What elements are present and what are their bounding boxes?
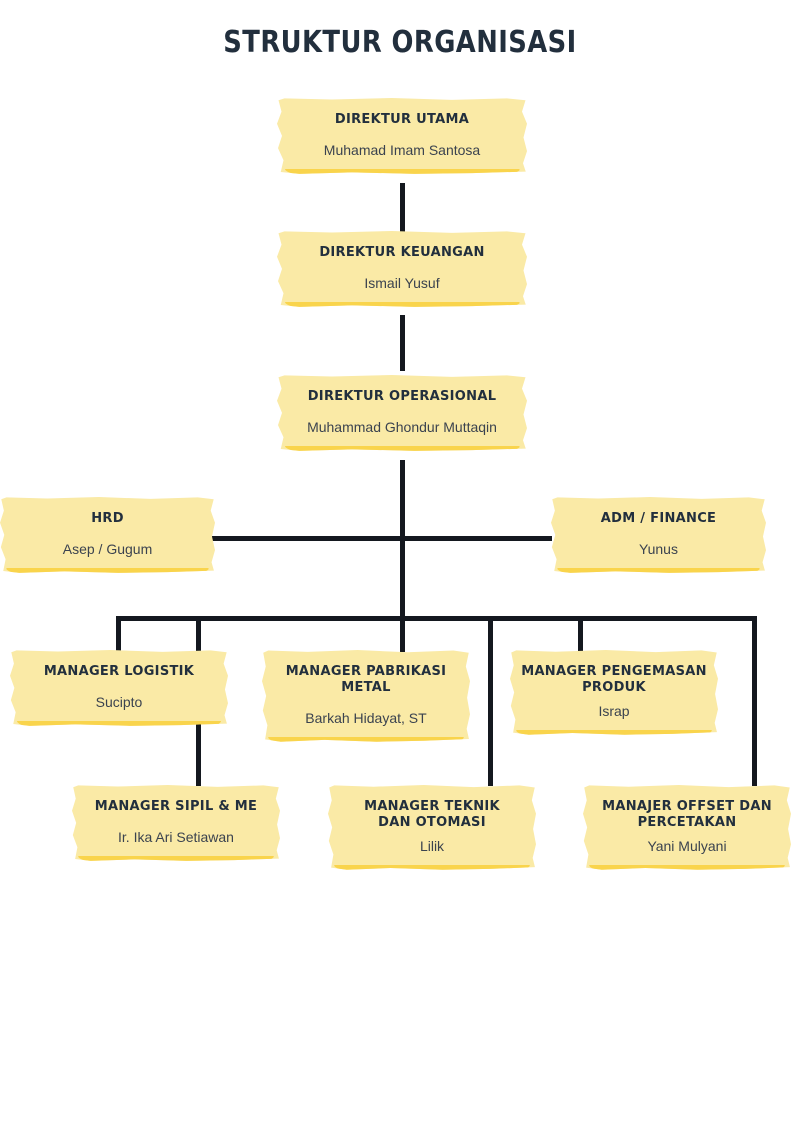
brush-underline: [78, 855, 274, 861]
connector-drop-pengemasan: [578, 616, 583, 652]
node-card: MANAGER TEKNIK DAN OTOMASI Lilik: [328, 785, 536, 870]
node-manager-teknik-otomasi[interactable]: MANAGER TEKNIK DAN OTOMASI Lilik: [328, 785, 536, 870]
brush-underline: [6, 567, 209, 573]
node-manajer-offset-percetakan[interactable]: MANAJER OFFSET DAN PERCETAKAN Yani Mulya…: [583, 785, 791, 870]
node-direktur-operasional[interactable]: DIREKTUR OPERASIONAL Muhammad Ghondur Mu…: [277, 375, 527, 451]
node-person: Lilik: [419, 837, 445, 854]
node-title: MANAJER OFFSET DAN PERCETAKAN: [602, 799, 772, 830]
node-hrd[interactable]: HRD Asep / Gugum: [0, 497, 215, 573]
node-person: Sucipto: [95, 693, 143, 710]
node-person: Muhamad Imam Santosa: [323, 141, 481, 158]
node-card: DIREKTUR UTAMA Muhamad Imam Santosa: [277, 98, 527, 174]
connector-drop-pabrikasi: [400, 616, 405, 652]
node-card: MANAGER LOGISTIK Sucipto: [10, 650, 228, 726]
brush-underline: [516, 729, 712, 735]
node-title: DIREKTUR UTAMA: [334, 112, 470, 127]
node-person: Ismail Yusuf: [364, 274, 440, 291]
node-title: MANAGER LOGISTIK: [43, 664, 195, 679]
node-card: MANAJER OFFSET DAN PERCETAKAN Yani Mulya…: [583, 785, 791, 870]
node-direktur-utama[interactable]: DIREKTUR UTAMA Muhamad Imam Santosa: [277, 98, 527, 174]
brush-underline: [16, 720, 222, 726]
brush-underline: [284, 445, 520, 451]
node-person: Barkah Hidayat, ST: [305, 709, 427, 726]
node-manager-pengemasan-produk[interactable]: MANAGER PENGEMASAN PRODUK Israp: [510, 650, 718, 735]
node-title: MANAGER PENGEMASAN PRODUK: [521, 664, 707, 695]
node-card: MANAGER PABRIKASI METAL Barkah Hidayat, …: [262, 650, 470, 742]
node-manager-pabrikasi-metal[interactable]: MANAGER PABRIKASI METAL Barkah Hidayat, …: [262, 650, 470, 742]
page-title: STRUKTUR ORGANISASI: [223, 25, 577, 60]
node-title: HRD: [91, 511, 124, 526]
node-title: ADM / FINANCE: [600, 511, 717, 526]
connector-drop-offset: [752, 616, 757, 786]
node-title: DIREKTUR KEUANGAN: [319, 245, 485, 260]
connector-drop-teknik: [488, 616, 493, 786]
node-title: MANAGER TEKNIK DAN OTOMASI: [364, 799, 500, 830]
node-title: MANAGER SIPIL & ME: [94, 799, 258, 814]
node-card: MANAGER PENGEMASAN PRODUK Israp: [510, 650, 718, 735]
brush-underline: [284, 301, 520, 307]
node-card: ADM / FINANCE Yunus: [551, 497, 766, 573]
node-title: MANAGER PABRIKASI METAL: [285, 664, 447, 695]
node-card: MANAGER SIPIL & ME Ir. Ika Ari Setiawan: [72, 785, 280, 861]
node-title: DIREKTUR OPERASIONAL: [307, 389, 497, 404]
node-direktur-keuangan[interactable]: DIREKTUR KEUANGAN Ismail Yusuf: [277, 231, 527, 307]
brush-underline: [334, 864, 530, 870]
node-person: Asep / Gugum: [62, 540, 153, 557]
connector-utama-to-keuangan: [400, 183, 405, 235]
brush-underline: [589, 864, 785, 870]
brush-underline: [557, 567, 760, 573]
node-person: Yani Mulyani: [647, 837, 727, 854]
brush-underline: [284, 168, 520, 174]
connector-hrd-adm-bar: [200, 536, 552, 541]
connector-manager-bus: [116, 616, 757, 621]
node-card: HRD Asep / Gugum: [0, 497, 215, 573]
node-person: Ir. Ika Ari Setiawan: [118, 828, 234, 845]
node-person: Yunus: [639, 540, 678, 557]
node-card: DIREKTUR KEUANGAN Ismail Yusuf: [277, 231, 527, 307]
node-card: DIREKTUR OPERASIONAL Muhammad Ghondur Mu…: [277, 375, 527, 451]
connector-keuangan-to-operasional: [400, 315, 405, 371]
node-person: Muhammad Ghondur Muttaqin: [307, 418, 497, 435]
brush-underline: [268, 736, 464, 742]
node-adm-finance[interactable]: ADM / FINANCE Yunus: [551, 497, 766, 573]
node-manager-logistik[interactable]: MANAGER LOGISTIK Sucipto: [10, 650, 228, 726]
node-manager-sipil-me[interactable]: MANAGER SIPIL & ME Ir. Ika Ari Setiawan: [72, 785, 280, 861]
node-person: Israp: [598, 702, 630, 719]
connector-drop-logistik: [116, 616, 121, 652]
